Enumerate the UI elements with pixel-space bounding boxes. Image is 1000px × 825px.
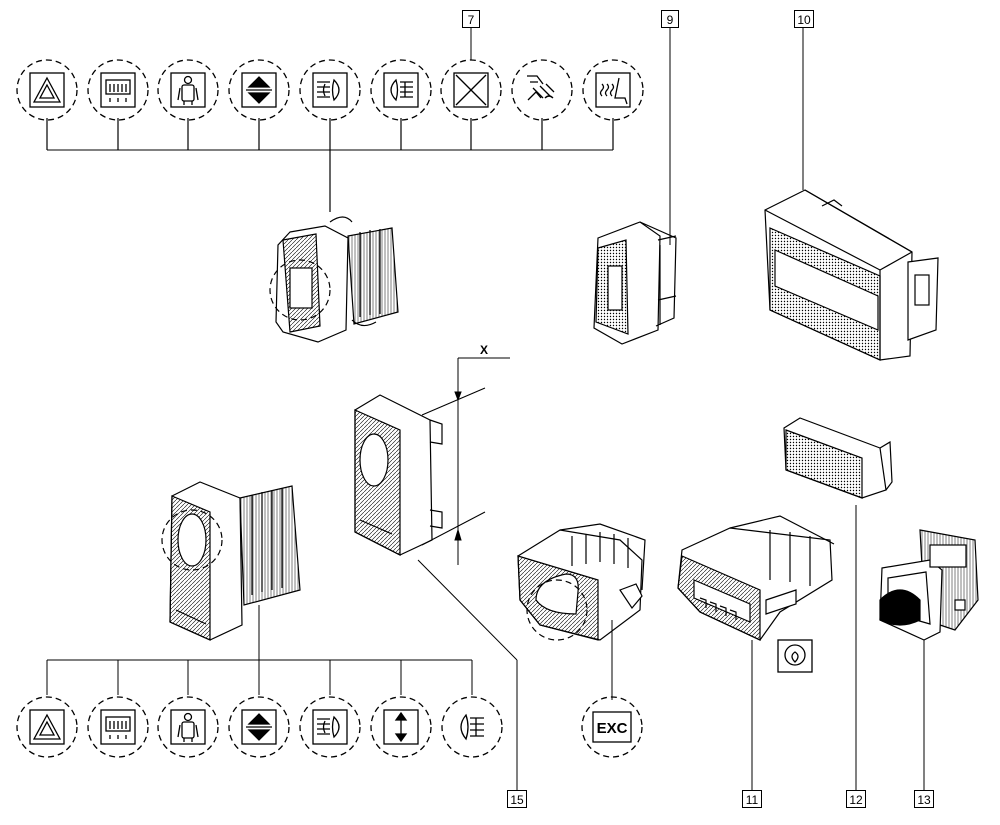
panel-item-10 <box>764 189 939 361</box>
rocker-switch-assembly-top <box>269 216 399 343</box>
up-down-arrow-icon <box>228 59 290 121</box>
switch-item-9 <box>593 221 677 345</box>
switch-exc <box>517 523 646 641</box>
rotary-switch-item-11 <box>677 515 835 641</box>
front-fog-light-icon <box>299 696 361 758</box>
rear-defrost-icon <box>87 696 149 758</box>
callout-11: 11 <box>742 790 762 808</box>
callout-9: 9 <box>661 10 679 28</box>
axis-x-label: X <box>480 343 488 357</box>
callout-12: 12 <box>846 790 866 808</box>
heated-seat-icon <box>582 59 644 121</box>
rocker-switch-assembly-bottom <box>161 481 301 641</box>
callout-7: 7 <box>462 10 480 28</box>
seatbelt-icon <box>157 696 219 758</box>
callout-15: 15 <box>507 790 527 808</box>
fan-heater-icon <box>511 59 573 121</box>
exc-symbol <box>581 696 643 758</box>
leader-line-15-a <box>417 559 518 661</box>
axis-x-marker <box>421 357 510 565</box>
switch-item-15 <box>354 394 443 556</box>
rear-fog-light-icon <box>441 696 503 758</box>
callout-10: 10 <box>794 10 814 28</box>
exc-label: EXC <box>597 720 628 737</box>
callout-13: 13 <box>914 790 934 808</box>
rear-defrost-icon <box>87 59 149 121</box>
blank-cover-item-12 <box>783 417 893 499</box>
socket-item-13 <box>879 529 979 641</box>
hazard-icon <box>16 59 78 121</box>
hazard-icon <box>16 696 78 758</box>
bottom-symbol-row <box>46 605 473 695</box>
front-fog-light-icon <box>299 59 361 121</box>
height-adjust-icon <box>370 696 432 758</box>
up-down-arrow-icon <box>228 696 290 758</box>
brightness-dial-icon <box>777 639 813 673</box>
seatbelt-icon <box>157 59 219 121</box>
rear-fog-light-icon <box>370 59 432 121</box>
top-symbol-row <box>46 118 614 212</box>
